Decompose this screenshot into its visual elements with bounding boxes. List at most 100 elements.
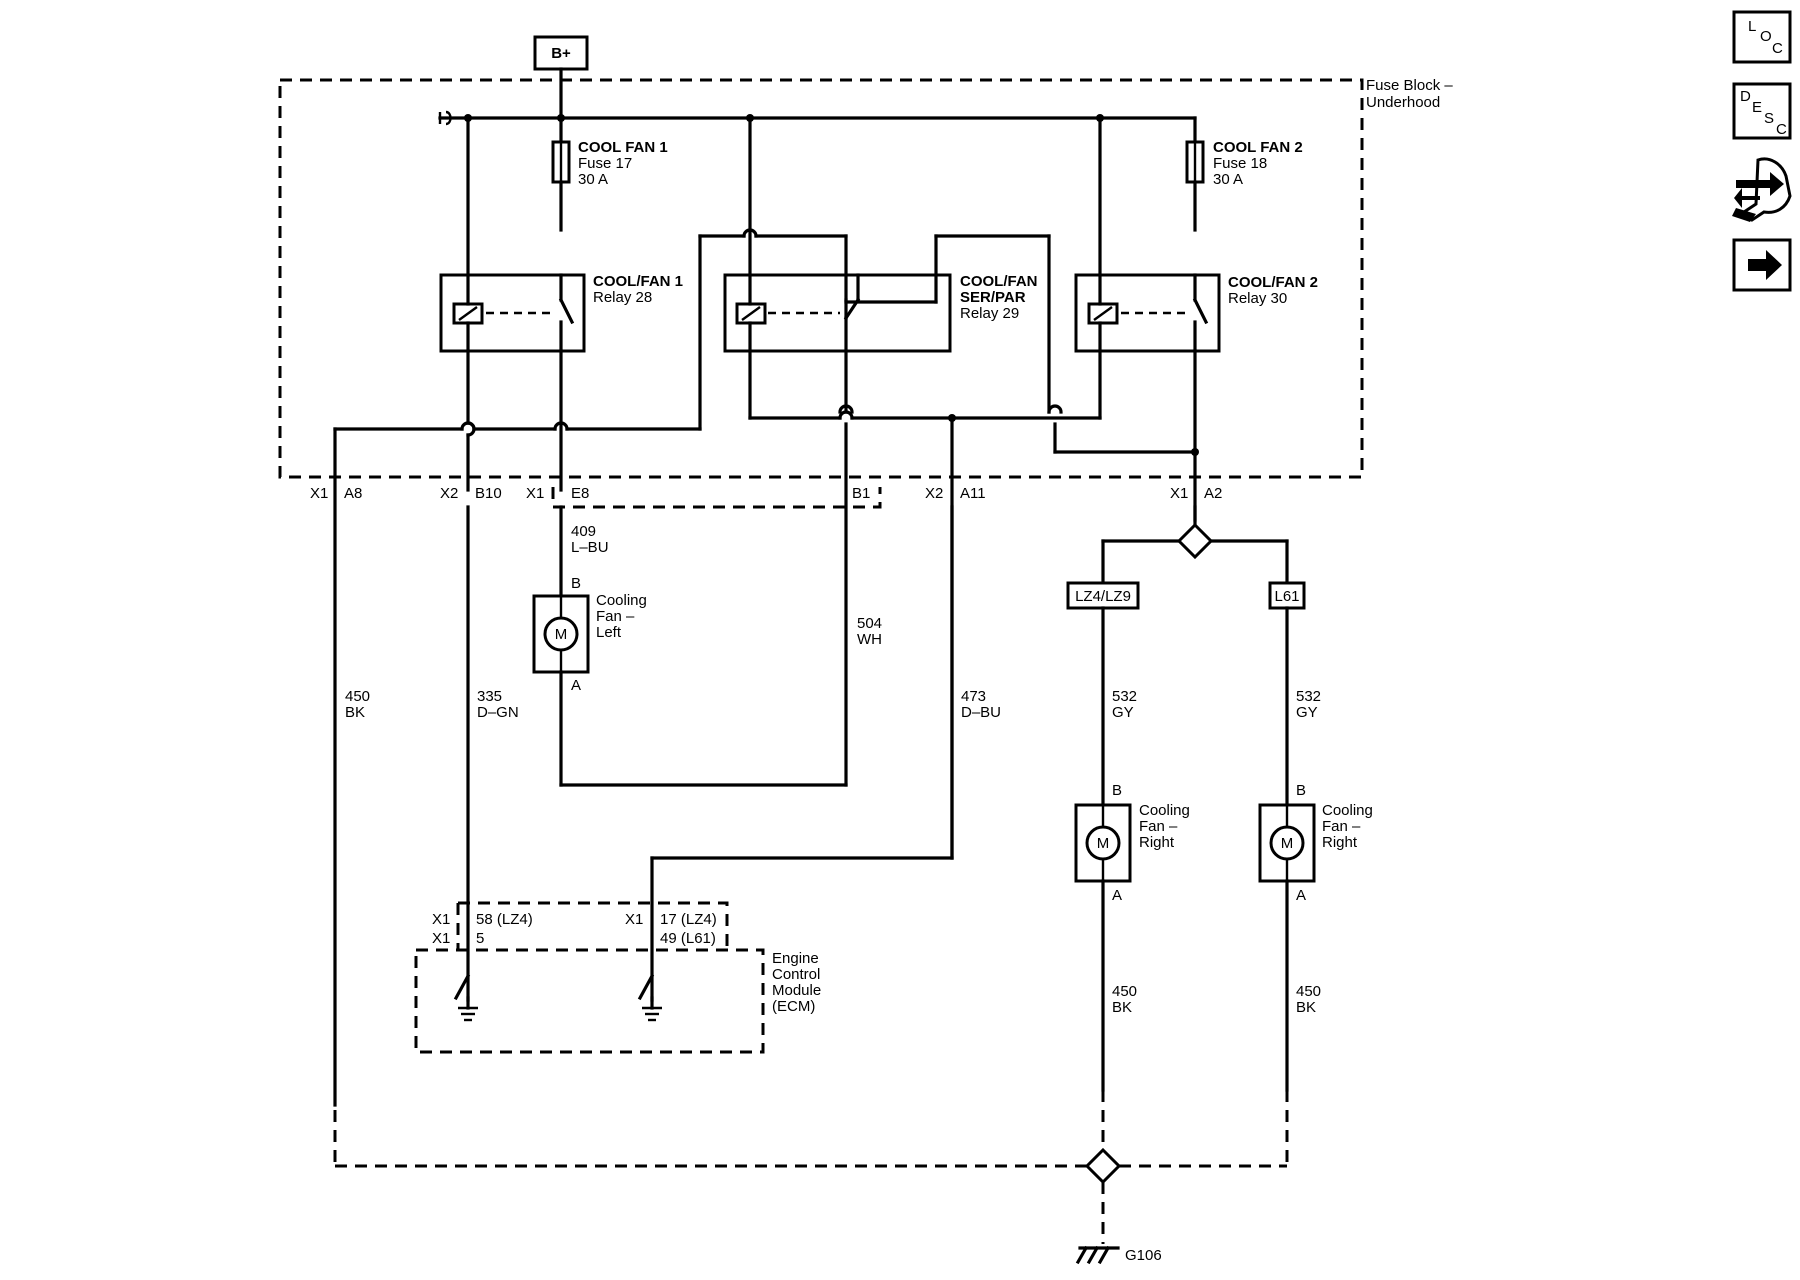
desc-button[interactable]: D E S C xyxy=(1732,82,1792,140)
x1-e8-pin: E8 xyxy=(571,485,589,502)
fuse-18-number: Fuse 18 xyxy=(1213,155,1267,172)
ecm-pin-left-2: 5 xyxy=(476,930,484,947)
fuse-block-subtitle: Underhood xyxy=(1366,94,1440,111)
fuse-17-name: COOL FAN 1 xyxy=(578,139,668,156)
desc-letter-s: S xyxy=(1764,110,1774,127)
x2-b10-conn: X2 xyxy=(440,485,458,502)
ecm-line3: Module xyxy=(772,982,821,999)
desc-letter-c: C xyxy=(1776,121,1787,138)
fan-right-b-pin-a: A xyxy=(1296,887,1306,904)
option-l61: L61 xyxy=(1274,588,1299,605)
relay-30-line1: COOL/FAN 2 xyxy=(1228,274,1318,291)
ground-g106: G106 xyxy=(333,1090,1289,1265)
wrench-arrows-icon[interactable] xyxy=(1732,157,1792,222)
w532-a-circuit: 532 xyxy=(1112,688,1137,705)
right-fan-splice: LZ4/LZ9 L61 xyxy=(1066,505,1306,610)
relay-29: COOL/FAN SER/PAR Relay 29 xyxy=(723,273,1038,353)
w532-a-color: GY xyxy=(1112,704,1134,721)
option-lz4-lz9: LZ4/LZ9 xyxy=(1075,588,1131,605)
fan-left-line3: Left xyxy=(596,624,622,641)
desc-letter-e: E xyxy=(1752,99,1762,116)
ground-label: G106 xyxy=(1125,1247,1162,1264)
ecm-pin-right-2: 49 (L61) xyxy=(660,930,716,947)
fan-right-b-line2: Fan – xyxy=(1322,818,1361,835)
fuse-block-underhood: Fuse Block – Underhood xyxy=(278,77,1453,479)
fan-right-a-line2: Fan – xyxy=(1139,818,1178,835)
fan-right-a-line1: Cooling xyxy=(1139,802,1190,819)
fan-right-b-line3: Right xyxy=(1322,834,1358,851)
w532-b-circuit: 532 xyxy=(1296,688,1321,705)
fuse-18: COOL FAN 2 Fuse 18 30 A xyxy=(1185,116,1303,232)
relay-30-line2: Relay 30 xyxy=(1228,290,1287,307)
right-fan-b-circuit: 532 GY B M Cooling Fan – Right A 450 BK xyxy=(1258,606,1373,1092)
engine-control-module: X1 58 (LZ4) X1 5 X1 17 (LZ4) 49 (L61) En… xyxy=(414,901,821,1054)
loc-letter-l: L xyxy=(1748,18,1756,35)
ecm-pin-right-1-conn: X1 xyxy=(625,911,643,928)
fuse-18-name: COOL FAN 2 xyxy=(1213,139,1303,156)
loc-letter-c: C xyxy=(1772,40,1783,57)
b1-pin: B1 xyxy=(852,485,870,502)
w504-color: WH xyxy=(857,631,882,648)
fan-left-motor-symbol: M xyxy=(555,626,568,643)
w450-b-circuit: 450 xyxy=(1296,983,1321,1000)
w473-color: D–BU xyxy=(961,704,1001,721)
fuse-block-wiring xyxy=(333,116,1199,860)
fan-right-a-pin-b: B xyxy=(1112,782,1122,799)
w504-circuit: 504 xyxy=(857,615,882,632)
relay-28: COOL/FAN 1 Relay 28 xyxy=(439,273,683,353)
b-plus-terminal: B+ xyxy=(533,35,589,122)
relay-29-line3: Relay 29 xyxy=(960,305,1019,322)
loc-button[interactable]: L O C xyxy=(1732,10,1792,64)
relay-28-line1: COOL/FAN 1 xyxy=(593,273,683,290)
w532-b-color: GY xyxy=(1296,704,1318,721)
lower-left-wiring: 450 BK 335 D–GN 473 D–BU xyxy=(333,427,1001,1107)
fuse-17-rating: 30 A xyxy=(578,171,608,188)
internal-bus xyxy=(438,110,1197,126)
ecm-pin-left-1: 58 (LZ4) xyxy=(476,911,533,928)
x1-e8-conn: X1 xyxy=(526,485,544,502)
fuse-17-number: Fuse 17 xyxy=(578,155,632,172)
relay-29-line1: COOL/FAN xyxy=(960,273,1038,290)
ecm-line4: (ECM) xyxy=(772,998,815,1015)
w335-circuit: 335 xyxy=(477,688,502,705)
b-plus-label: B+ xyxy=(551,45,571,62)
w409-color: L–BU xyxy=(571,539,609,556)
fan-right-a-line3: Right xyxy=(1139,834,1175,851)
fuse-block-title: Fuse Block – xyxy=(1366,77,1453,94)
w450-left-color: BK xyxy=(345,704,365,721)
fan-right-a-pin-a: A xyxy=(1112,887,1122,904)
ecm-pin-right-1: 17 (LZ4) xyxy=(660,911,717,928)
fuse-17: COOL FAN 1 Fuse 17 30 A xyxy=(551,116,668,232)
fan-left-line2: Fan – xyxy=(596,608,635,625)
fan-left-pin-b: B xyxy=(571,575,581,592)
ecm-pin-left-1-conn: X1 xyxy=(432,911,450,928)
x2-a11-pin: A11 xyxy=(960,485,986,502)
x2-b10-pin: B10 xyxy=(475,485,502,502)
ecm-line1: Engine xyxy=(772,950,819,967)
ecm-pin-left-2-conn: X1 xyxy=(432,930,450,947)
w450-a-circuit: 450 xyxy=(1112,983,1137,1000)
x1-a8-pin: A8 xyxy=(344,485,362,502)
right-fan-a-circuit: 532 GY B M Cooling Fan – Right A 450 BK xyxy=(1074,606,1190,1092)
fuse-18-rating: 30 A xyxy=(1213,171,1243,188)
relay-28-line2: Relay 28 xyxy=(593,289,652,306)
connector-labels: X1 A8 X2 B10 X1 E8 B1 X2 A11 X1 A2 xyxy=(310,485,1222,509)
loc-letter-o: O xyxy=(1760,28,1772,45)
relay-29-line2: SER/PAR xyxy=(960,289,1026,306)
next-button[interactable] xyxy=(1732,238,1792,292)
w450-b-color: BK xyxy=(1296,999,1316,1016)
w473-circuit: 473 xyxy=(961,688,986,705)
w450-left-circuit: 450 xyxy=(345,688,370,705)
desc-letter-d: D xyxy=(1740,88,1751,105)
x1-a2-conn: X1 xyxy=(1170,485,1188,502)
x1-a2-pin: A2 xyxy=(1204,485,1222,502)
relay-30: COOL/FAN 2 Relay 30 xyxy=(1074,273,1318,353)
fan-right-b-motor-symbol: M xyxy=(1281,835,1294,852)
w450-a-color: BK xyxy=(1112,999,1132,1016)
x2-a11-conn: X2 xyxy=(925,485,943,502)
w409-circuit: 409 xyxy=(571,523,596,540)
fan-right-b-line1: Cooling xyxy=(1322,802,1373,819)
left-fan-circuit: 409 L–BU B M Cooling Fan – Left A 504 WH xyxy=(532,505,882,787)
fan-right-b-pin-b: B xyxy=(1296,782,1306,799)
